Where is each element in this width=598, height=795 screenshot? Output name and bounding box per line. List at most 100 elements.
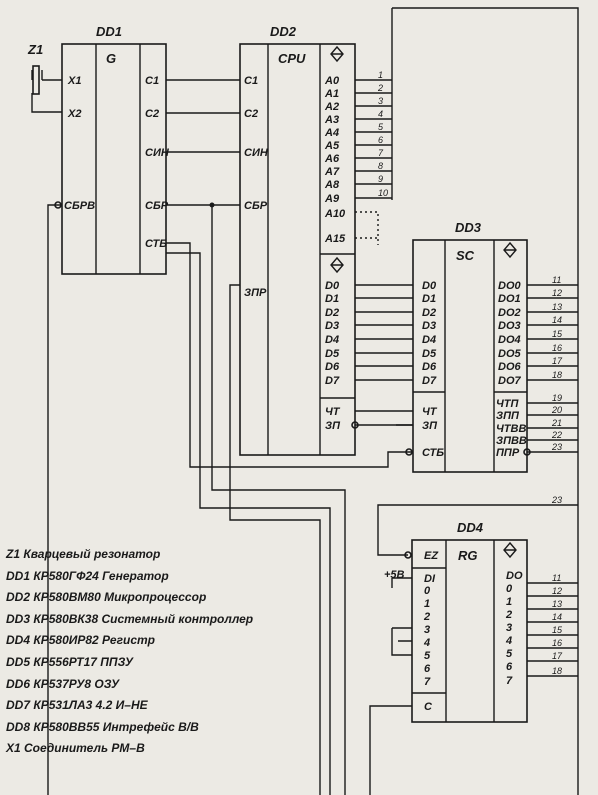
wire-number: 11 [552,573,561,583]
wire-number: 14 [552,612,562,622]
wire-number: 3 [378,96,383,106]
dd2-pin-address: A15 [324,233,346,245]
dd4-pin-left: 0 [424,585,431,597]
dd2-pin-address: A10 [324,208,346,220]
dd2-pin-address: A4 [324,127,339,139]
wire-number: 8 [378,161,383,171]
wire-number: 1 [378,70,383,80]
dd2-dividers [267,44,355,455]
wire-number: 23 [551,442,562,452]
legend-item: DD6 КР537РУ8 ОЗУ [6,676,120,691]
dd3-pin-left: D1 [422,293,436,305]
wire-number: 13 [552,302,562,312]
dd2-pin-left: C2 [244,108,258,120]
dd3-pin-left: D3 [422,320,436,332]
dd3-body [412,239,528,473]
dd2-pin-data: D2 [325,307,339,319]
reset-wire [211,205,346,795]
z1-leads [31,70,62,113]
dd3-pin-left: D6 [422,361,437,373]
dd1-function: G [106,51,116,66]
dd4-pin-left: 2 [423,611,430,623]
dd4-pin-left: 1 [424,598,430,610]
clock-sync-wires [166,79,240,206]
dd4-pin-right: 1 [506,596,512,608]
wire-number: 14 [552,315,562,325]
dd3-pin-right: ЧТП [496,398,520,410]
wire-number: 12 [552,586,562,596]
strobe-wire [166,242,413,468]
dd2-pin-data: D6 [325,361,340,373]
dd4-pin-right: DO [506,570,523,582]
dd1-pin-left: X1 [67,75,81,87]
dd3-pin-right: DO3 [498,320,521,332]
data-bus-lines [355,284,413,381]
dd2-pin-data: D5 [325,348,340,360]
legend-item: DD5 КР556РТ17 ППЗУ [6,654,133,669]
dd2-pin-left: СБР [244,200,268,212]
legend-item: Z1 Кварцевый резонатор [6,547,161,561]
dd2-pin-address: A8 [324,179,340,191]
dd1-pin-left: СБРВ [64,200,95,212]
dd2-pin-address: A9 [324,193,340,205]
legend-item: DD8 КР580ВВ55 Интрефейс В/В [6,719,199,734]
wire-number: 17 [552,356,563,366]
dd2-pin-data: D0 [325,280,340,292]
dd3-pin-right: ППР [496,447,520,459]
dd2-pin-address: A1 [324,88,339,100]
dd3-pin-left: ЗП [422,420,438,432]
dd3-title: DD3 [455,220,482,235]
dd2-pin-control: ЧТ [325,406,341,418]
wire-number: 18 [552,666,562,676]
dd3-pin-right: ЗПВВ [496,435,527,447]
dd3-pin-left: D7 [422,375,437,387]
dd1-body [61,43,167,275]
dd3-function: SC [456,248,475,263]
dd1-pin-right: C2 [145,108,159,120]
dd3-pin-right: DO0 [498,280,522,292]
dd2-pin-data: D7 [325,375,340,387]
dd2-pin-address: A7 [324,166,340,178]
wire-number: 13 [552,599,562,609]
legend-item: DD3 КР580ВК38 Системный контроллер [6,611,254,626]
dd3-pin-right: DO2 [498,307,521,319]
dd2-pin-left: C1 [244,75,258,87]
aux-wire-1 [166,252,331,795]
dd3-pin-left: D0 [422,280,437,292]
wire-number: 23 [551,495,562,505]
ground-wires [391,627,412,656]
dd4-pin-left: EZ [424,550,439,562]
dd1-title: DD1 [96,24,122,39]
aux-wire-2 [229,284,321,795]
wire-number: 9 [378,174,383,184]
dd4-pin-left: C [424,701,433,713]
power-wire [391,577,412,588]
dd3-pin-left: СТБ [422,447,444,459]
wire-number: 6 [378,135,383,145]
dd2-pin-left: ЗПР [244,287,267,299]
chips [32,43,531,723]
legend-item: DD4 КР580ИР82 Регистр [6,633,155,648]
dd2-title: DD2 [270,24,297,39]
dd3-pin-left: D4 [422,334,436,346]
dd1-dividers [95,44,141,274]
wire-number: 16 [552,343,562,353]
legend-item: DD2 КР580ВМ80 Микропроцессор [6,590,207,605]
dd2-function: CPU [278,51,306,66]
bus-frame-right [392,7,579,795]
latch-wire [369,705,412,795]
wire-number: 10 [378,188,388,198]
dd3-pin-right: DO5 [498,348,522,360]
dd4-title: DD4 [457,520,484,535]
dd4-pin-right: 3 [506,622,512,634]
dd3-pin-right: DO6 [498,361,522,373]
dd4-pin-right: 7 [506,675,513,687]
ez-wire [377,504,578,556]
wire-number: 11 [552,275,561,285]
dd4-body [411,539,528,723]
dd4-pin-left: 6 [424,663,431,675]
dd1-pin-right: СТБ [145,238,167,250]
inversion-bubbles [54,201,531,559]
dd2-pin-data: D3 [325,320,339,332]
